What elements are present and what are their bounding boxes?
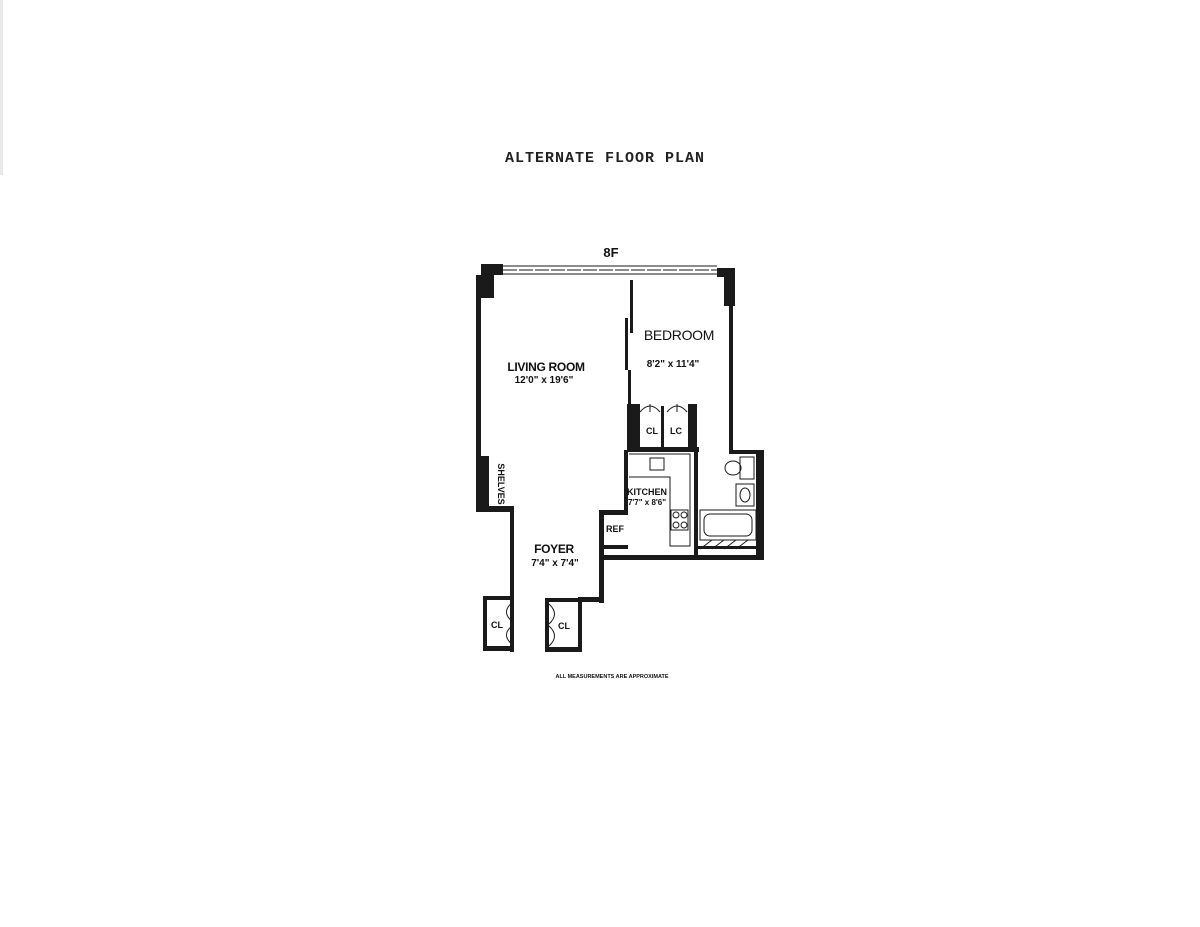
linen-closet-label: LC [670, 426, 682, 436]
footnote: ALL MEASUREMENTS ARE APPROXIMATE [555, 674, 668, 680]
bathroom-fixtures [699, 456, 757, 550]
bedroom-dims: 8'2" x 11'4" [647, 359, 700, 370]
foyer-closet-right-label: CL [558, 621, 570, 631]
scan-edge [0, 0, 3, 175]
walls [476, 264, 764, 652]
kitchen-name: KITCHEN [627, 487, 667, 497]
foyer-dims: 7'4" x 7'4" [531, 558, 579, 569]
window [503, 265, 717, 275]
kitchen-counters [629, 453, 691, 547]
foyer-closet-left-label: CL [491, 620, 503, 630]
door-swings [506, 404, 688, 647]
living-room-name: LIVING ROOM [507, 360, 585, 374]
shelves-label: SHELVES [496, 463, 506, 504]
floor-label: 8F [603, 245, 618, 260]
ref-label: REF [606, 524, 625, 534]
foyer-name: FOYER [534, 542, 574, 556]
living-room-dims: 12'0" x 19'6" [515, 375, 574, 386]
bedroom-name: BEDROOM [644, 327, 714, 343]
kitchen-dims: 7'7" x 8'6" [628, 498, 666, 507]
page-title: ALTERNATE FLOOR PLAN [504, 150, 706, 167]
bedroom-closet-label: CL [646, 426, 658, 436]
